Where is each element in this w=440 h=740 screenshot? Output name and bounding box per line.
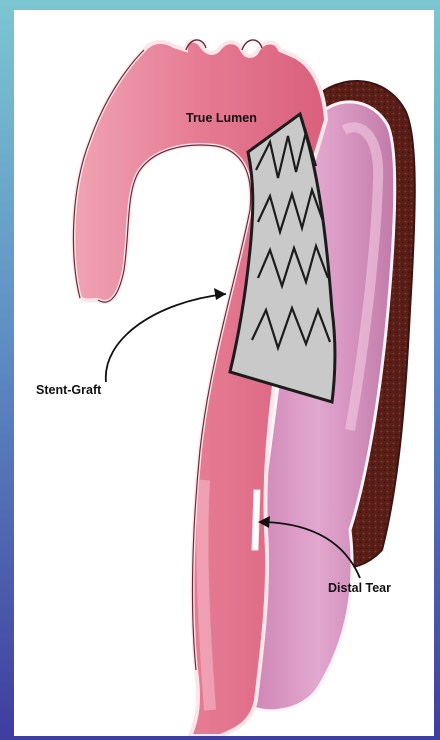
label-true-lumen: True Lumen [186, 111, 257, 125]
diagram-panel: True Lumen Stent-Graft Distal Tear [14, 10, 434, 736]
stent-graft-arrowhead [214, 288, 226, 300]
distal-tear-gap [252, 490, 260, 550]
aorta-diagram: True Lumen Stent-Graft Distal Tear [14, 10, 434, 736]
stent-graft-arrow [106, 294, 226, 382]
label-distal-tear: Distal Tear [328, 581, 391, 595]
label-stent-graft: Stent-Graft [36, 383, 102, 397]
